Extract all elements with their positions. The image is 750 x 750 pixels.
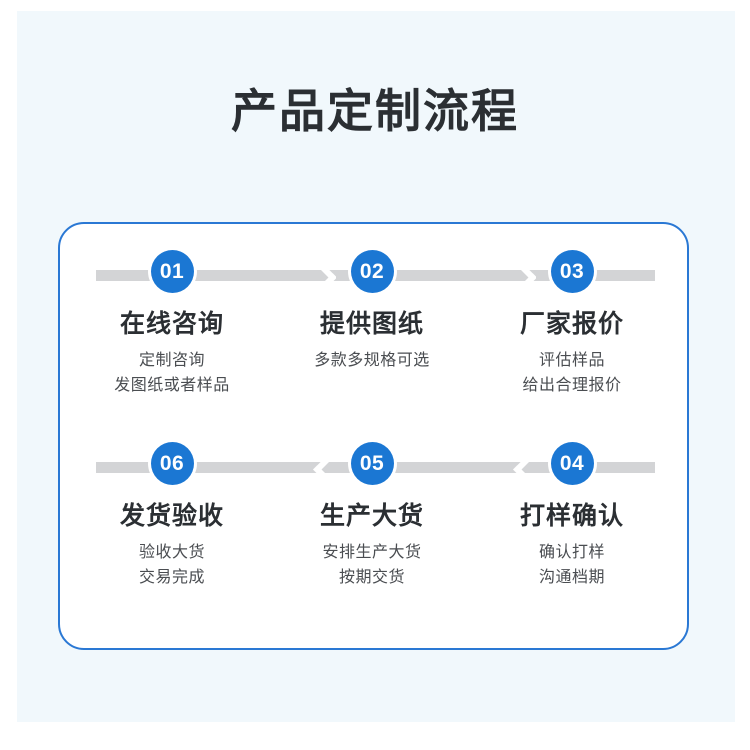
step-description-line: 发图纸或者样品 (114, 377, 230, 395)
step-description-line: 确认打样 (538, 544, 605, 562)
step-number-badge: 05 (350, 442, 394, 485)
step-number-badge: 04 (550, 442, 594, 485)
step-description: 验收大货 交易完成 (77, 541, 267, 591)
step-description: 评估样品 给出合理报价 (477, 349, 667, 399)
step-title: 打样确认 (519, 502, 624, 530)
flow-row-bottom: 06 发货验收 验收大货 交易完成 05 生产大货 安排生产大货 按期交货 04… (60, 442, 691, 652)
step-description: 定制咨询 发图纸或者样品 (77, 349, 267, 399)
flow-step-04[interactable]: 04 打样确认 确认打样 沟通档期 (477, 442, 667, 591)
flow-row-top: 01 在线咨询 定制咨询 发图纸或者样品 02 提供图纸 多款多规格可选 03 … (60, 250, 691, 460)
flow-step-06[interactable]: 06 发货验收 验收大货 交易完成 (77, 442, 267, 591)
step-description-line: 按期交货 (338, 569, 405, 587)
step-description-line: 沟通档期 (538, 569, 605, 587)
step-number-badge: 03 (550, 250, 594, 293)
flow-step-01[interactable]: 01 在线咨询 定制咨询 发图纸或者样品 (77, 250, 267, 399)
step-description: 安排生产大货 按期交货 (277, 541, 467, 591)
step-number-badge: 02 (350, 250, 394, 293)
step-title: 生产大货 (319, 502, 424, 530)
step-number-badge: 01 (150, 250, 194, 293)
step-title: 厂家报价 (519, 310, 624, 338)
step-title: 提供图纸 (319, 310, 424, 338)
step-description: 多款多规格可选 (277, 349, 467, 374)
step-description-line: 验收大货 (138, 544, 205, 562)
flow-step-02[interactable]: 02 提供图纸 多款多规格可选 (277, 250, 467, 374)
step-description-line: 多款多规格可选 (314, 352, 430, 370)
step-description-line: 定制咨询 (138, 352, 205, 370)
step-description-line: 给出合理报价 (522, 377, 622, 395)
step-description-line: 交易完成 (138, 569, 205, 587)
flow-step-05[interactable]: 05 生产大货 安排生产大货 按期交货 (277, 442, 467, 591)
step-description: 确认打样 沟通档期 (477, 541, 667, 591)
step-number-badge: 06 (150, 442, 194, 485)
flow-step-03[interactable]: 03 厂家报价 评估样品 给出合理报价 (477, 250, 667, 399)
step-description-line: 评估样品 (538, 352, 605, 370)
step-description-line: 安排生产大货 (322, 544, 422, 562)
step-title: 在线咨询 (119, 310, 224, 338)
step-title: 发货验收 (119, 502, 224, 530)
page-title: 产品定制流程 (231, 85, 519, 137)
flow-card: 01 在线咨询 定制咨询 发图纸或者样品 02 提供图纸 多款多规格可选 03 … (58, 222, 689, 650)
